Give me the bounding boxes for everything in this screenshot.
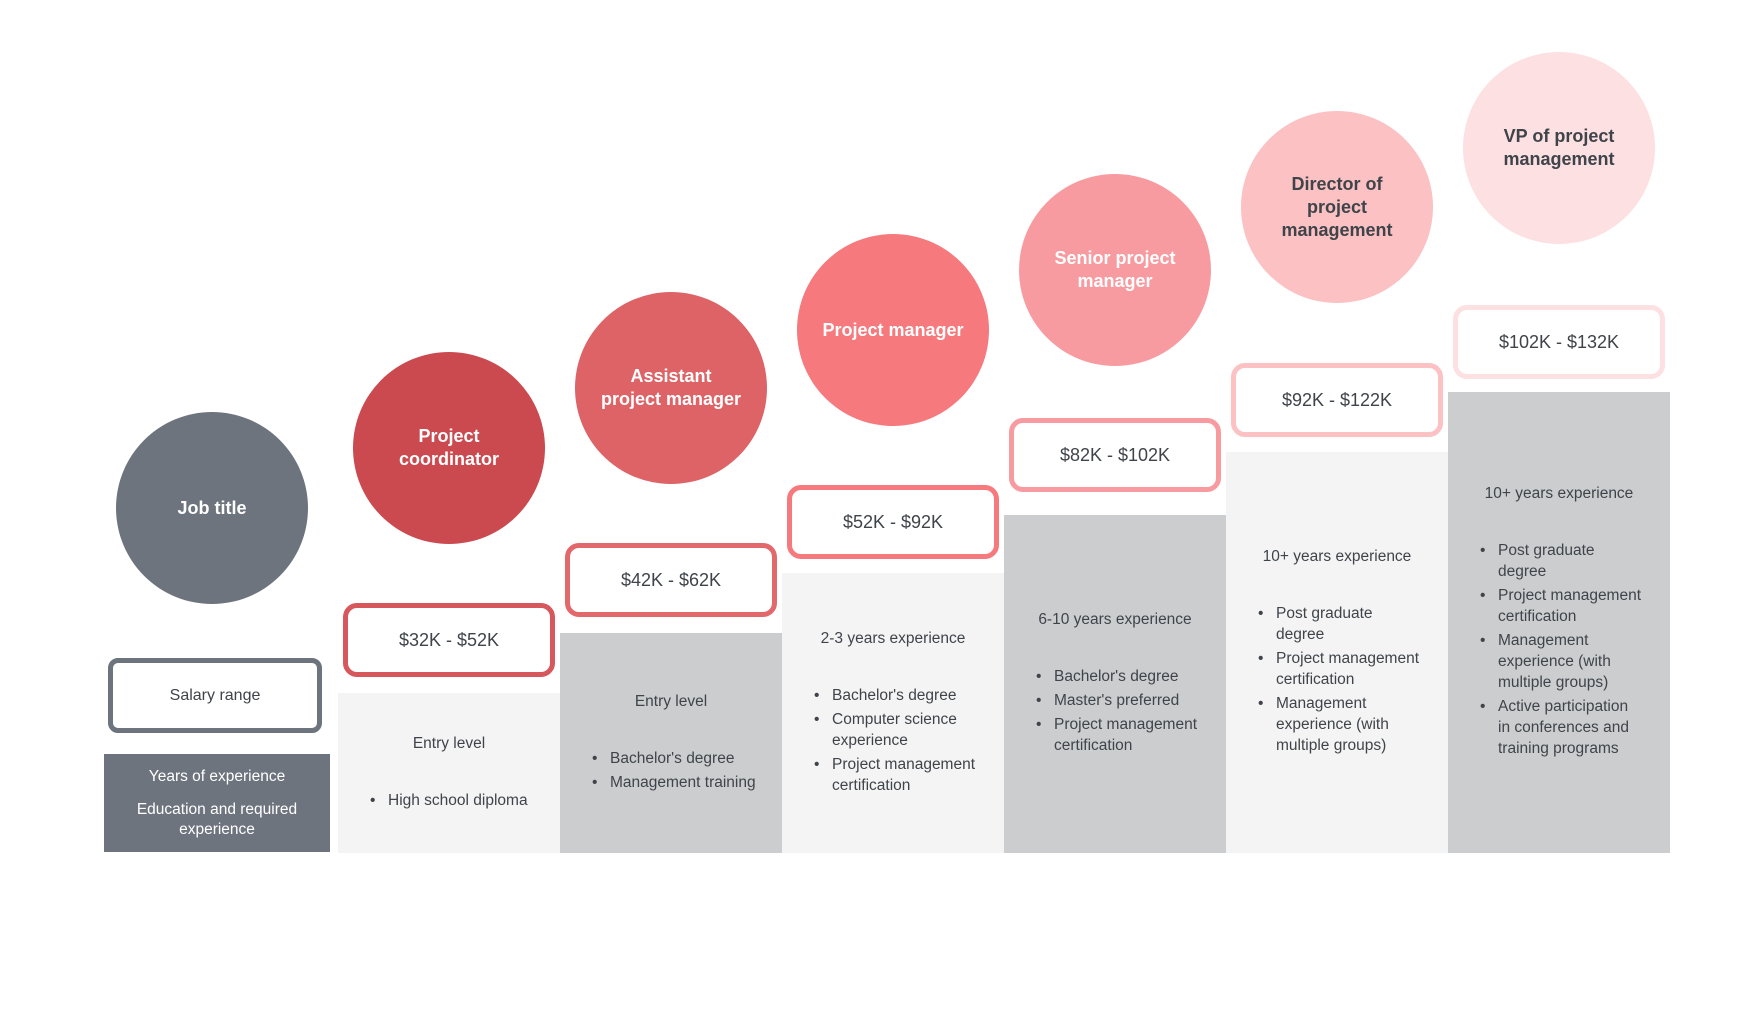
salary-range-box: $102K - $132K	[1453, 305, 1665, 379]
job-title-circle: Senior project manager	[1019, 174, 1211, 366]
legend-education-label: Education and required experience	[136, 800, 298, 838]
requirement-item: Bachelor's degree	[586, 748, 756, 769]
legend-years-label: Years of experience	[148, 767, 286, 785]
legend-job-title-circle: Job title	[116, 412, 308, 604]
requirements-list: Bachelor's degree Computer science exper…	[808, 685, 978, 799]
job-title-label: Project manager	[822, 319, 964, 340]
legend-experience-box: Years of experience Education and requir…	[104, 754, 330, 852]
salary-range-box: $42K - $62K	[565, 543, 777, 617]
salary-range-value: $42K - $62K	[620, 569, 722, 590]
salary-range-box: $32K - $52K	[343, 603, 555, 677]
requirement-item: Post graduate degree	[1474, 540, 1644, 582]
salary-range-box: $82K - $102K	[1009, 418, 1221, 492]
requirements-column: 2-3 years experience Bachelor's degree C…	[782, 573, 1004, 853]
job-title-circle: Assistant project manager	[575, 292, 767, 484]
requirement-item: Project management certification	[1474, 585, 1644, 627]
requirements-list: Bachelor's degree Master's preferred Pro…	[1030, 666, 1200, 759]
experience-heading: Entry level	[412, 734, 486, 752]
job-title-circle: VP of project management	[1463, 52, 1655, 244]
salary-range-value: $82K - $102K	[1059, 444, 1171, 465]
legend-salary-range-box: Salary range	[108, 658, 322, 733]
requirements-column: 6-10 years experience Bachelor's degree …	[1004, 515, 1226, 853]
experience-heading: 6-10 years experience	[1038, 611, 1192, 628]
salary-range-value: $102K - $132K	[1498, 331, 1620, 352]
requirements-column: Entry level Bachelor's degree Management…	[560, 633, 782, 853]
requirement-item: Bachelor's degree	[808, 685, 978, 706]
salary-range-value: $92K - $122K	[1281, 389, 1393, 410]
experience-heading: Entry level	[634, 692, 708, 710]
requirement-item: Active participation in conferences and …	[1474, 696, 1644, 759]
legend-salary-range-label: Salary range	[169, 686, 261, 704]
requirement-item: Master's preferred	[1030, 690, 1200, 711]
job-title-label: Director of project management	[1281, 173, 1393, 240]
job-title-circle: Project coordinator	[353, 352, 545, 544]
job-title-label: Assistant project manager	[600, 366, 742, 409]
requirements-list: Post graduate degree Project management …	[1252, 603, 1422, 759]
requirement-item: Project management certification	[1030, 714, 1200, 756]
requirements-list: Bachelor's degree Management training	[586, 748, 756, 796]
job-title-label: VP of project management	[1503, 126, 1615, 169]
requirements-list: Post graduate degree Project management …	[1474, 540, 1644, 762]
job-title-circle: Project manager	[797, 234, 989, 426]
requirement-item: Project management certification	[1252, 648, 1422, 690]
job-title-label: Project coordinator	[398, 426, 499, 469]
requirement-item: Management experience (with multiple gro…	[1252, 693, 1422, 756]
job-title-label: Senior project manager	[1054, 248, 1176, 291]
requirement-item: High school diploma	[364, 790, 534, 811]
experience-heading: 10+ years experience	[1484, 485, 1634, 502]
requirement-item: Computer science experience	[808, 709, 978, 751]
salary-range-box: $92K - $122K	[1231, 363, 1443, 437]
experience-heading: 10+ years experience	[1262, 548, 1412, 565]
requirements-column: 10+ years experience Post graduate degre…	[1226, 452, 1448, 853]
salary-range-value: $32K - $52K	[398, 629, 500, 650]
requirement-item: Management training	[586, 772, 756, 793]
requirements-list: High school diploma	[364, 790, 534, 814]
requirement-item: Project management certification	[808, 754, 978, 796]
job-title-circle: Director of project management	[1241, 111, 1433, 303]
requirement-item: Management experience (with multiple gro…	[1474, 630, 1644, 693]
legend-job-title-label: Job title	[177, 497, 247, 518]
requirements-column: 10+ years experience Post graduate degre…	[1448, 392, 1670, 853]
salary-range-value: $52K - $92K	[842, 511, 944, 532]
requirement-item: Bachelor's degree	[1030, 666, 1200, 687]
requirement-item: Post graduate degree	[1252, 603, 1422, 645]
experience-heading: 2-3 years experience	[820, 629, 966, 647]
requirements-column: Entry level High school diploma	[338, 693, 560, 853]
salary-range-box: $52K - $92K	[787, 485, 999, 559]
